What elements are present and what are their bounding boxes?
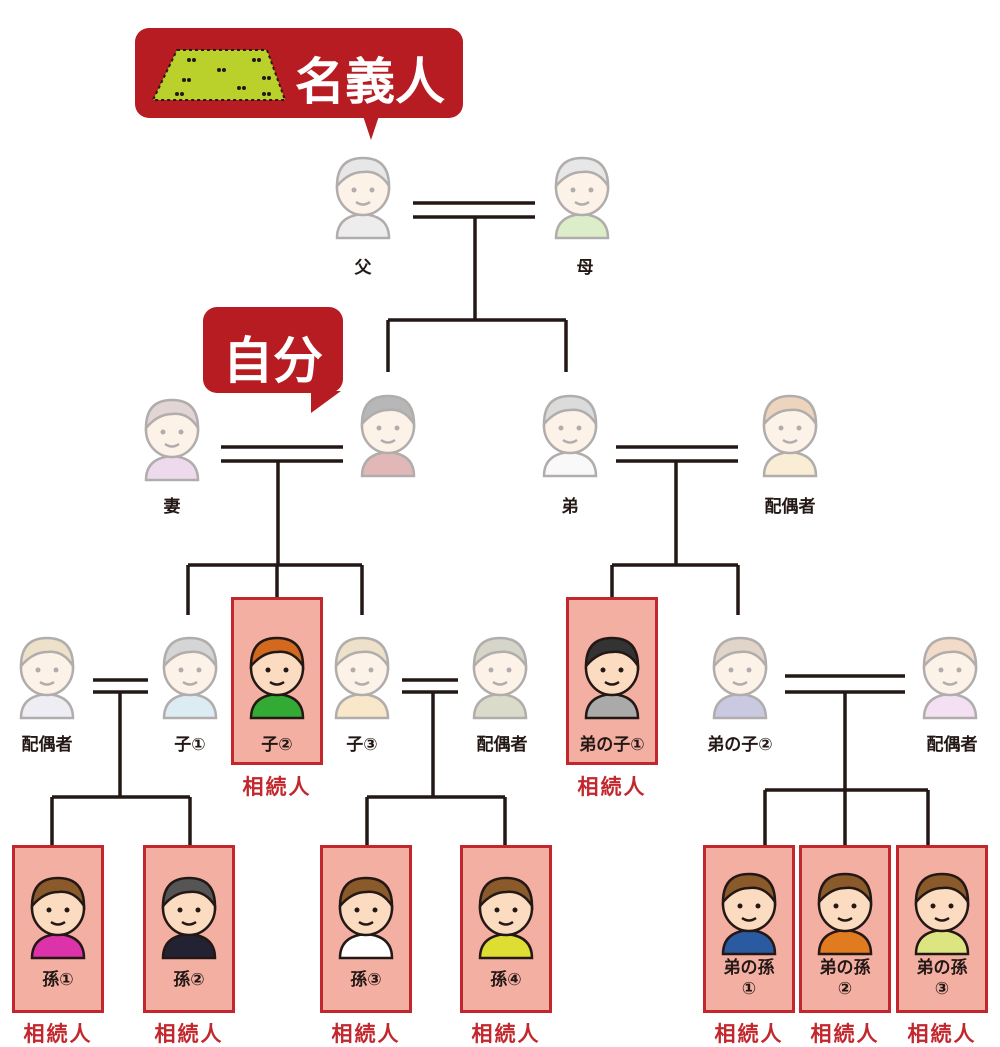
grandnephew3-label-number: ③ [934, 979, 950, 999]
self-label: 自分 [223, 332, 323, 390]
grandnephew1-avatar [709, 866, 789, 956]
spouse-child1-avatar [7, 630, 87, 720]
face-icon [249, 636, 305, 720]
face-icon [162, 636, 218, 720]
brother-spouse-label: 配偶者 [764, 497, 816, 517]
father-label: 父 [354, 258, 372, 278]
grandchild3-avatar [326, 870, 406, 960]
child1-avatar [150, 630, 230, 720]
heir-label-child2: 相続人 [242, 775, 312, 799]
brother-spouse-avatar [750, 388, 830, 478]
face-icon [914, 872, 970, 956]
child3-avatar [322, 630, 402, 720]
face-icon [584, 636, 640, 720]
grandnephew2-avatar [805, 866, 885, 956]
spouse-child3-avatar [460, 630, 540, 720]
child1-label: 子① [174, 735, 206, 755]
spouse-child1-label: 配偶者 [21, 735, 73, 755]
heir-label-grandchild4: 相続人 [471, 1022, 541, 1046]
face-icon [335, 156, 391, 240]
mother-label: 母 [576, 258, 594, 278]
heir-label-grandchild3: 相続人 [331, 1022, 401, 1046]
face-icon [478, 876, 534, 960]
face-icon [161, 876, 217, 960]
mother-avatar [542, 150, 622, 240]
spouse-child3-label: 配偶者 [476, 735, 528, 755]
wife-label: 妻 [163, 497, 181, 517]
grandnephew3-avatar [902, 866, 982, 956]
grandchild2-avatar [149, 870, 229, 960]
face-icon [762, 394, 818, 478]
face-icon [360, 394, 416, 478]
brother-label: 弟 [561, 497, 579, 517]
face-icon [721, 872, 777, 956]
nephew1-label: 弟の子① [579, 735, 645, 755]
heir-label-grandnephew3: 相続人 [907, 1022, 977, 1046]
face-icon [19, 636, 75, 720]
face-icon [144, 398, 200, 482]
grandchild3-label: 孫③ [350, 970, 382, 990]
spouse-nephew2-avatar [910, 630, 990, 720]
father-avatar [323, 150, 403, 240]
grandchild1-avatar [18, 870, 98, 960]
face-icon [334, 636, 390, 720]
nominee-label: 名義人 [295, 53, 445, 111]
wife-avatar [132, 392, 212, 482]
grandnephew2-label-number: ② [837, 979, 853, 999]
self-avatar [348, 388, 428, 478]
spouse-nephew2-label: 配偶者 [926, 735, 978, 755]
face-icon [472, 636, 528, 720]
nephew2-avatar [700, 630, 780, 720]
heir-label-nephew1: 相続人 [577, 775, 647, 799]
face-icon [542, 394, 598, 478]
land-icon [151, 49, 287, 101]
child2-label: 子② [261, 735, 293, 755]
grandchild1-label: 孫① [42, 970, 74, 990]
grandnephew1-label-text: 弟の孫 [723, 958, 775, 978]
grandnephew1-label-number: ① [741, 979, 757, 999]
grandnephew3-label-text: 弟の孫 [916, 958, 968, 978]
grandchild4-label: 孫④ [490, 970, 522, 990]
self-callout: 自分 [203, 307, 343, 413]
heir-label-grandchild2: 相続人 [154, 1022, 224, 1046]
heir-label-grandchild1: 相続人 [23, 1022, 93, 1046]
nephew1-avatar [572, 630, 652, 720]
grandchild4-avatar [466, 870, 546, 960]
nominee-callout: 名義人 [135, 28, 463, 140]
face-icon [338, 876, 394, 960]
heir-label-grandnephew1: 相続人 [714, 1022, 784, 1046]
grandnephew2-label-text: 弟の孫 [819, 958, 871, 978]
brother-avatar [530, 388, 610, 478]
face-icon [30, 876, 86, 960]
nephew2-label: 弟の子② [707, 735, 773, 755]
grandchild2-label: 孫② [173, 970, 205, 990]
face-icon [817, 872, 873, 956]
face-icon [712, 636, 768, 720]
child3-label: 子③ [346, 735, 378, 755]
child2-avatar [237, 630, 317, 720]
face-icon [554, 156, 610, 240]
heir-label-grandnephew2: 相続人 [810, 1022, 880, 1046]
face-icon [922, 636, 978, 720]
